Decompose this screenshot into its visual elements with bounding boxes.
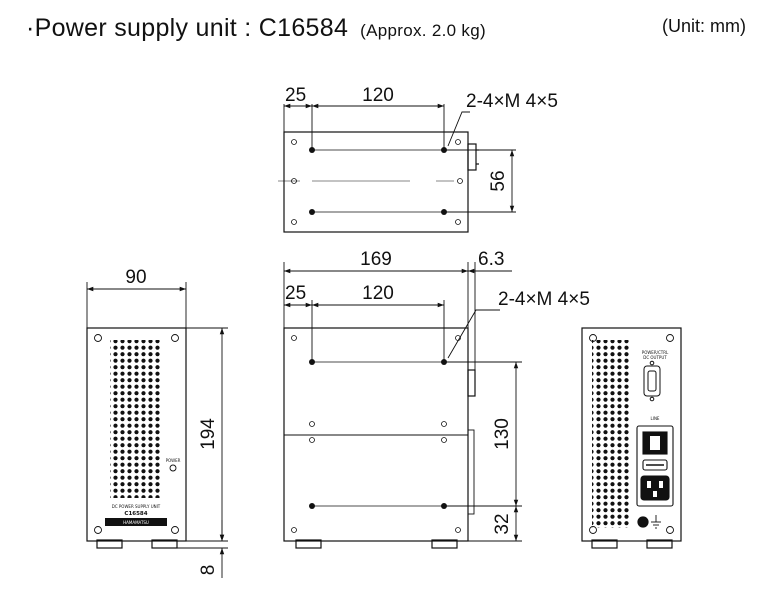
side-hole-note: 2-4×M 4×5	[498, 289, 590, 310]
ground-symbol-icon	[651, 515, 661, 529]
side-right-foot	[431, 539, 458, 549]
rear-view	[581, 327, 682, 549]
top-view	[278, 103, 516, 233]
weight-note: (Approx. 2.0 kg)	[360, 21, 486, 40]
side-dim-hole-pitch: 130	[492, 418, 513, 450]
rear-left-foot	[591, 539, 618, 549]
rear-view-body	[581, 327, 682, 542]
rear-line-label: LINE	[651, 416, 660, 421]
top-dim-pitch: 120	[362, 85, 394, 106]
rear-connector-label: POWER/CTRL	[642, 350, 669, 355]
front-dim-width: 90	[125, 267, 146, 288]
front-view	[86, 282, 228, 578]
front-dim-height: 194	[198, 418, 219, 450]
top-view-body	[283, 131, 469, 233]
top-hole-note: 2-4×M 4×5	[466, 91, 558, 112]
front-vent-grille	[110, 340, 162, 498]
panel-brand: HAMAMATSU	[123, 520, 149, 525]
ground-terminal-icon	[637, 516, 649, 528]
side-connector	[467, 369, 476, 397]
power-led-icon	[169, 464, 177, 472]
dsub-connector-icon	[643, 360, 661, 402]
power-inlet-icon	[636, 425, 674, 507]
front-dim-feet: 8	[198, 565, 219, 576]
top-dim-height: 56	[488, 170, 509, 191]
top-hole-leader	[447, 111, 470, 147]
side-dim-offset: 25	[285, 283, 306, 304]
rear-vent-grille	[592, 340, 630, 528]
top-view-connector	[467, 143, 477, 171]
front-right-foot	[151, 539, 178, 549]
panel-text: DC POWER SUPPLY UNIT	[112, 504, 161, 509]
side-corner-screws	[291, 335, 461, 533]
front-left-foot	[96, 539, 123, 549]
side-view	[283, 262, 522, 549]
brand-logo	[105, 518, 167, 526]
title-text: ·Power supply unit : C16584	[26, 14, 349, 42]
rear-right-foot	[646, 539, 673, 549]
side-inlet	[467, 429, 475, 515]
panel-model: C16584	[124, 511, 147, 517]
front-view-body	[86, 327, 187, 542]
side-holes	[309, 359, 447, 509]
unit-note: (Unit: mm)	[662, 16, 746, 36]
power-led-label: POWER	[166, 458, 181, 463]
rear-connector-sub: DC OUTPUT	[643, 355, 667, 360]
side-left-foot	[295, 539, 322, 549]
page-title: ·Power supply unit : C16584 (Approx. 2.0 …	[26, 14, 486, 43]
side-dim-protrusion: 6.3	[478, 249, 504, 270]
side-hole-leader	[447, 309, 500, 359]
front-corner-screws	[94, 334, 179, 534]
side-dim-pitch: 120	[362, 283, 394, 304]
top-dim-offset: 25	[285, 85, 306, 106]
top-view-corner-screws	[291, 139, 463, 225]
side-dim-depth: 169	[360, 249, 392, 270]
side-dim-bottom: 32	[492, 513, 513, 534]
